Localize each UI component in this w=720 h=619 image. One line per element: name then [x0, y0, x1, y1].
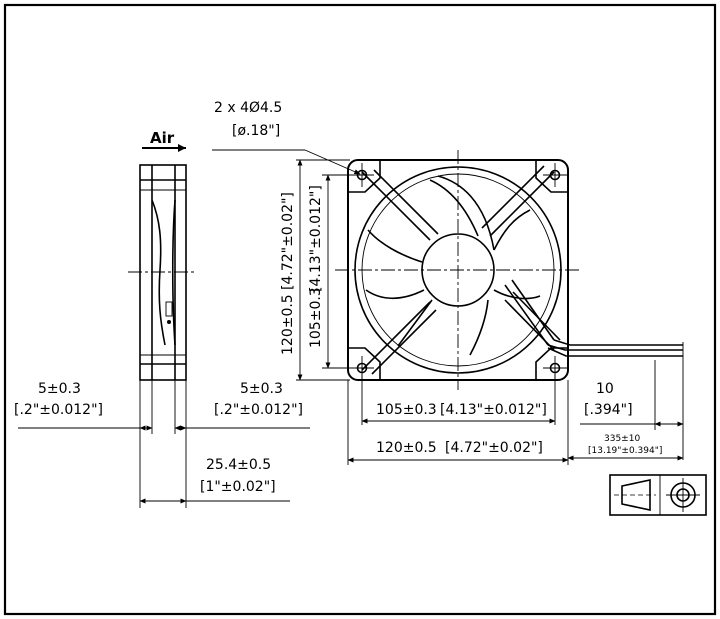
- side-right-mm: 5±0.3: [240, 381, 283, 397]
- projection-symbol: [609, 474, 707, 516]
- side-right-in: [.2"±0.012"]: [214, 402, 303, 418]
- side-left-in: [.2"±0.012"]: [14, 402, 103, 418]
- vertical-dimensions: 120±0.5 [4.72"±0.02"] 105±0.3 [4.13"±0.0…: [280, 159, 362, 381]
- horiz-outer-in: [4.72"±0.02"]: [445, 440, 543, 456]
- horiz-outer-mm: 120±0.5: [376, 440, 437, 456]
- vert-outer-mm: 120±0.5: [280, 294, 296, 355]
- horizontal-dimensions: 105±0.3 [4.13"±0.012"] 120±0.5 [4.72"±0.…: [347, 360, 684, 465]
- depth-in: [1"±0.02"]: [200, 479, 276, 495]
- drawing-frame: [3, 3, 717, 616]
- lead-len-in: [13.19"±0.394"]: [588, 446, 662, 456]
- lead-strip-mm: 10: [596, 381, 614, 397]
- front-view: [335, 150, 684, 390]
- horiz-inner-in: [4.13"±0.012"]: [440, 402, 547, 418]
- side-dimensions: 5±0.3 [.2"±0.012"] 5±0.3 [.2"±0.012"] 25…: [14, 381, 310, 504]
- hole-spec: 2 x 4Ø4.5: [214, 100, 282, 116]
- vert-inner-mm: 105±0.3: [308, 287, 324, 348]
- side-view: Air: [128, 129, 196, 508]
- side-left-mm: 5±0.3: [38, 381, 81, 397]
- hole-callout: 2 x 4Ø4.5 [ø.18"]: [212, 100, 361, 175]
- hole-spec-in: [ø.18"]: [232, 123, 280, 139]
- airflow-arrow: Air: [142, 129, 186, 152]
- vert-inner-in: [4.13"±0.012"]: [308, 185, 324, 292]
- mounting-hole-tr: [543, 163, 567, 187]
- horiz-inner-mm: 105±0.3: [376, 402, 437, 418]
- depth-mm: 25.4±0.5: [206, 457, 271, 473]
- lead-wire: [504, 279, 684, 360]
- lead-len-mm: 335±10: [604, 434, 640, 444]
- vert-outer-in: [4.72"±0.02"]: [280, 192, 296, 290]
- airflow-label: Air: [150, 129, 175, 147]
- lead-strip-in: [.394"]: [584, 402, 633, 418]
